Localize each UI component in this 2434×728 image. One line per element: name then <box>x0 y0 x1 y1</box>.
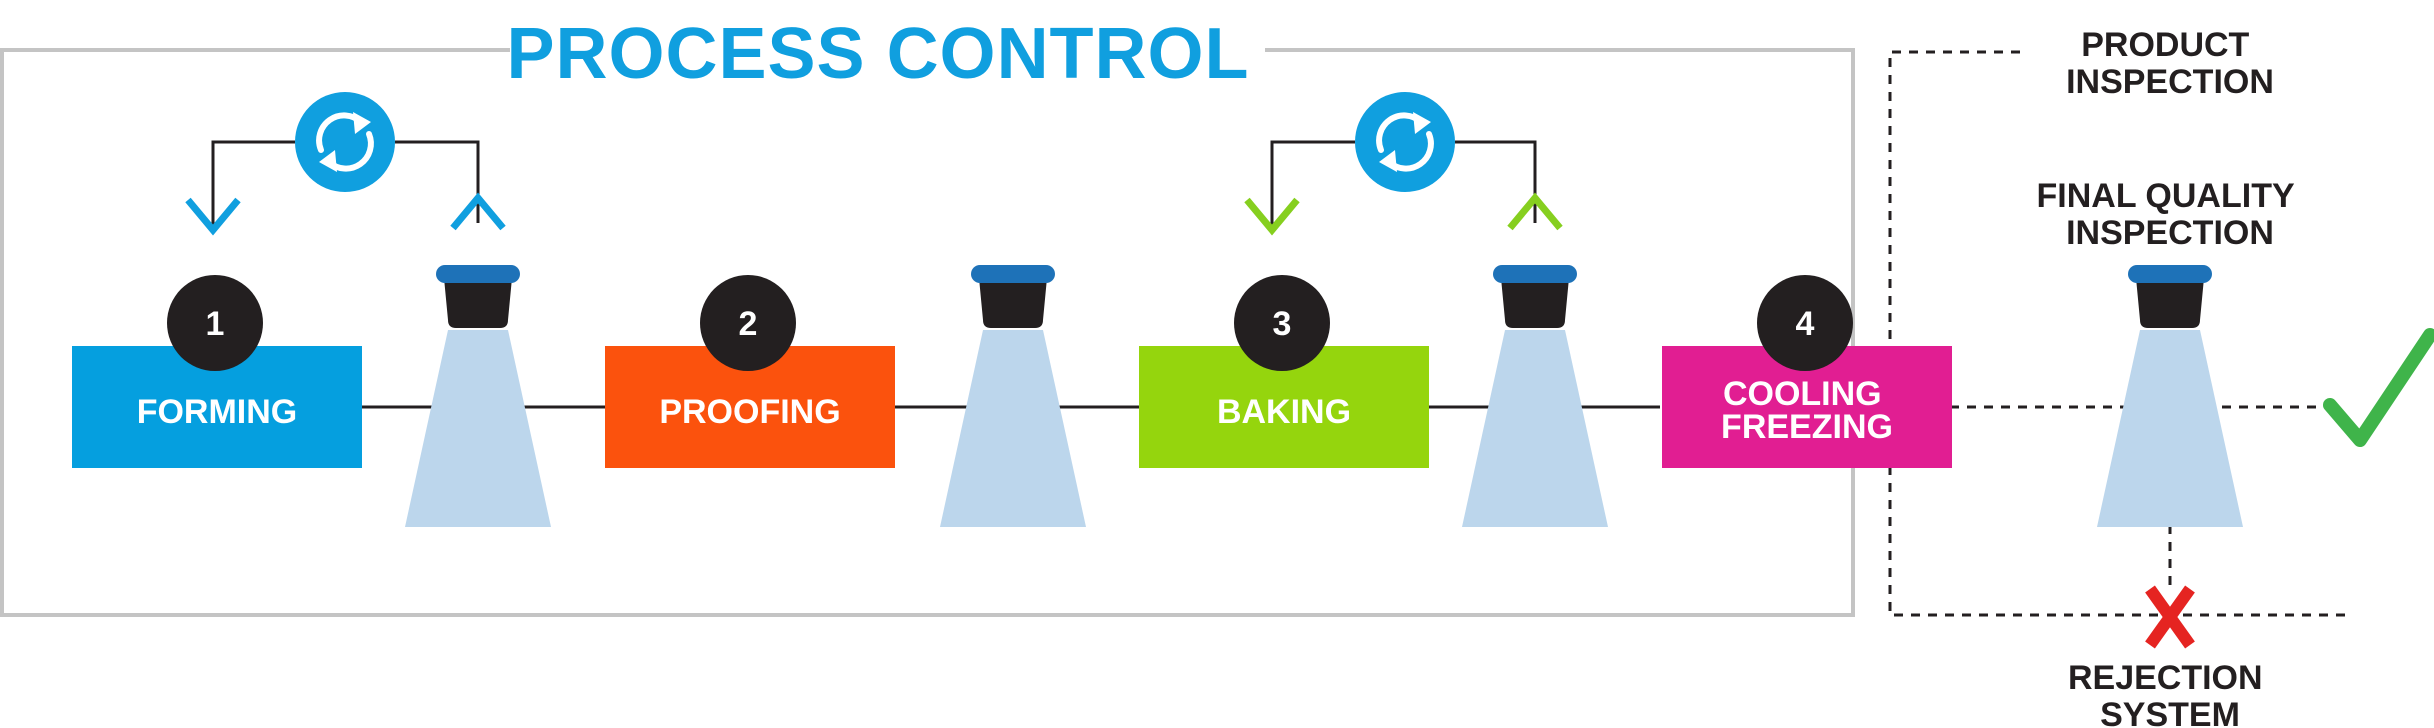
stage-number-badge: 3 <box>1234 275 1330 371</box>
stage-number-badge: 2 <box>700 275 796 371</box>
svg-text:3: 3 <box>1273 305 1292 343</box>
svg-text:1: 1 <box>206 305 225 343</box>
stage-label-baking: BAKING <box>1217 393 1351 431</box>
product-inspection-label: PRODUCT INSPECTION <box>2066 26 2274 101</box>
product-inspection-bracket <box>1888 50 2345 617</box>
stage-label-forming: FORMING <box>137 393 298 431</box>
sensor-camera-icon <box>940 265 1086 527</box>
chevron-down-icon <box>1244 197 1300 236</box>
sensor-camera-icon <box>1462 265 1608 527</box>
stage-label-cooling-freezing: COOLING FREEZING <box>1721 375 1893 446</box>
stage-number-badge: 4 <box>1757 275 1853 371</box>
chevron-up-icon <box>1507 192 1563 231</box>
process-control-frame <box>0 48 1855 617</box>
chevron-up-icon <box>450 192 506 231</box>
sensor-camera-icon <box>2097 265 2243 527</box>
svg-text:2: 2 <box>739 305 758 343</box>
sensor-camera-icon <box>405 265 551 527</box>
refresh-loop-icon <box>1355 92 1455 192</box>
diagram-title: PROCESS CONTROL <box>506 14 1249 94</box>
stage-number-badge: 1 <box>167 275 263 371</box>
stage-label-proofing: PROOFING <box>659 393 840 431</box>
checkmark-icon <box>2323 328 2434 447</box>
chevron-down-icon <box>185 197 241 236</box>
svg-text:4: 4 <box>1796 305 1815 343</box>
refresh-loop-icon <box>295 92 395 192</box>
x-mark-icon <box>2145 585 2195 649</box>
rejection-system-label: REJECTION SYSTEM <box>2068 659 2272 728</box>
final-quality-inspection-label: FINAL QUALITY INSPECTION <box>2037 177 2304 252</box>
